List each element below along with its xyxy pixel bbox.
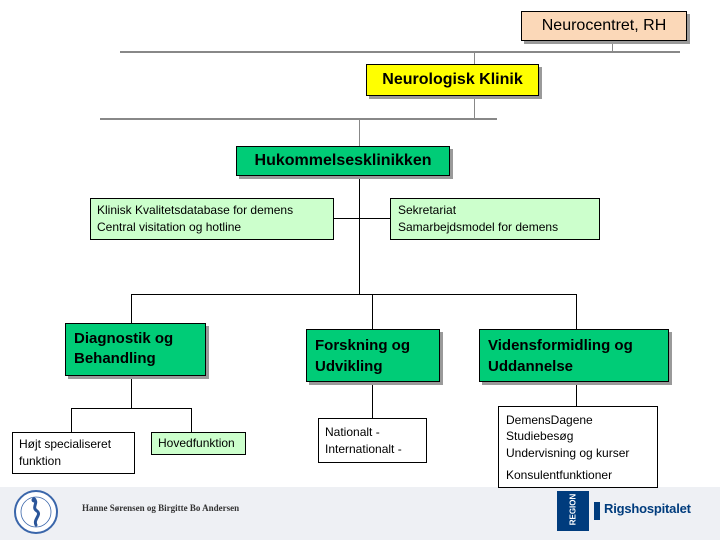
node-hovedfunktion: Hovedfunktion [151,432,246,455]
demens-item-3: Undervisning og kurser [506,446,630,460]
connector-hoved [191,408,192,432]
region-logo-text: REGION [568,493,578,526]
connector-branches [131,294,576,295]
connector-hojt [71,408,72,432]
connector-nationalt [372,382,373,419]
node-hukommelsesklinikken: Hukommelsesklinikken [236,146,450,176]
connector-side-boxes [334,218,390,219]
hospital-name: Rigshospitalet [604,501,691,516]
diagnostik-line-2: Behandling [74,350,156,367]
diagnostik-line-1: Diagnostik og [74,330,174,347]
region-logo-icon: REGION [557,491,589,531]
node-vidensformidling-uddannelse: Vidensformidling og Uddannelse [479,329,669,382]
demens-item-1: DemensDagene [506,413,593,427]
connector-demens [576,382,577,407]
node-sekretariat: Sekretariat Samarbejdsmodel for demens [390,198,600,240]
demens-item-4: Konsulentfunktioner [506,468,613,482]
connector-spine [359,175,360,295]
hojt-line-2: funktion [19,454,62,468]
node-nationalt-internationalt: Nationalt - Internationalt - [318,418,427,463]
connector-vidensformidling [576,294,577,330]
hovedfunktion-label: Hovedfunktion [158,436,235,450]
demens-item-2: Studiebesøg [506,429,574,443]
hospital-logo-mark [594,502,600,520]
connector-neurologisk-down [474,97,475,119]
sekretariat-line-1: Sekretariat [398,203,457,217]
hojt-line-1: Højt specialiseret [19,437,112,451]
node-hukommelse-label: Hukommelsesklinikken [254,152,432,169]
node-diagnostik-behandling: Diagnostik og Behandling [65,323,206,376]
klinisk-line-2: Central visitation og hotline [97,220,242,234]
node-neurocentret: Neurocentret, RH [521,11,687,41]
footer-authors: Hanne Sørensen og Birgitte Bo Andersen [82,503,240,513]
nationalt-line-2: Internationalt - [325,442,402,456]
klinisk-line-1: Klinisk Kvalitetsdatabase for demens [97,203,294,217]
node-neurologisk-klinik: Neurologisk Klinik [366,64,539,96]
vidensformidling-line-2: Uddannelse [488,358,574,375]
footer-bar: Hanne Sørensen og Birgitte Bo Andersen R… [0,487,720,540]
connector-diagnostik [131,294,132,324]
divider-line-middle [100,118,497,120]
nationalt-line-1: Nationalt - [325,425,380,439]
node-neurologisk-label: Neurologisk Klinik [382,71,523,88]
divider-line-top [120,51,680,53]
seal-logo-icon [13,489,59,535]
forskning-line-2: Udvikling [315,358,383,375]
node-neurocentret-label: Neurocentret, RH [541,17,667,34]
node-demens-list: DemensDagene Studiebesøg Undervisning og… [498,406,658,488]
connector-diagnostik-down [131,376,132,409]
forskning-line-1: Forskning og [315,337,410,354]
sekretariat-line-2: Samarbejdsmodel for demens [398,220,559,234]
connector-hukommelse-up [359,119,360,147]
vidensformidling-line-1: Vidensformidling og [488,337,633,354]
node-klinisk-kvalitetsdatabase: Klinisk Kvalitetsdatabase for demens Cen… [90,198,334,240]
connector-neurologisk-up [474,52,475,66]
connector-neurocentret [612,40,613,52]
node-hojt-specialiseret: Højt specialiseret funktion [12,432,135,474]
connector-forskning [372,294,373,330]
node-forskning-udvikling: Forskning og Udvikling [306,329,440,382]
